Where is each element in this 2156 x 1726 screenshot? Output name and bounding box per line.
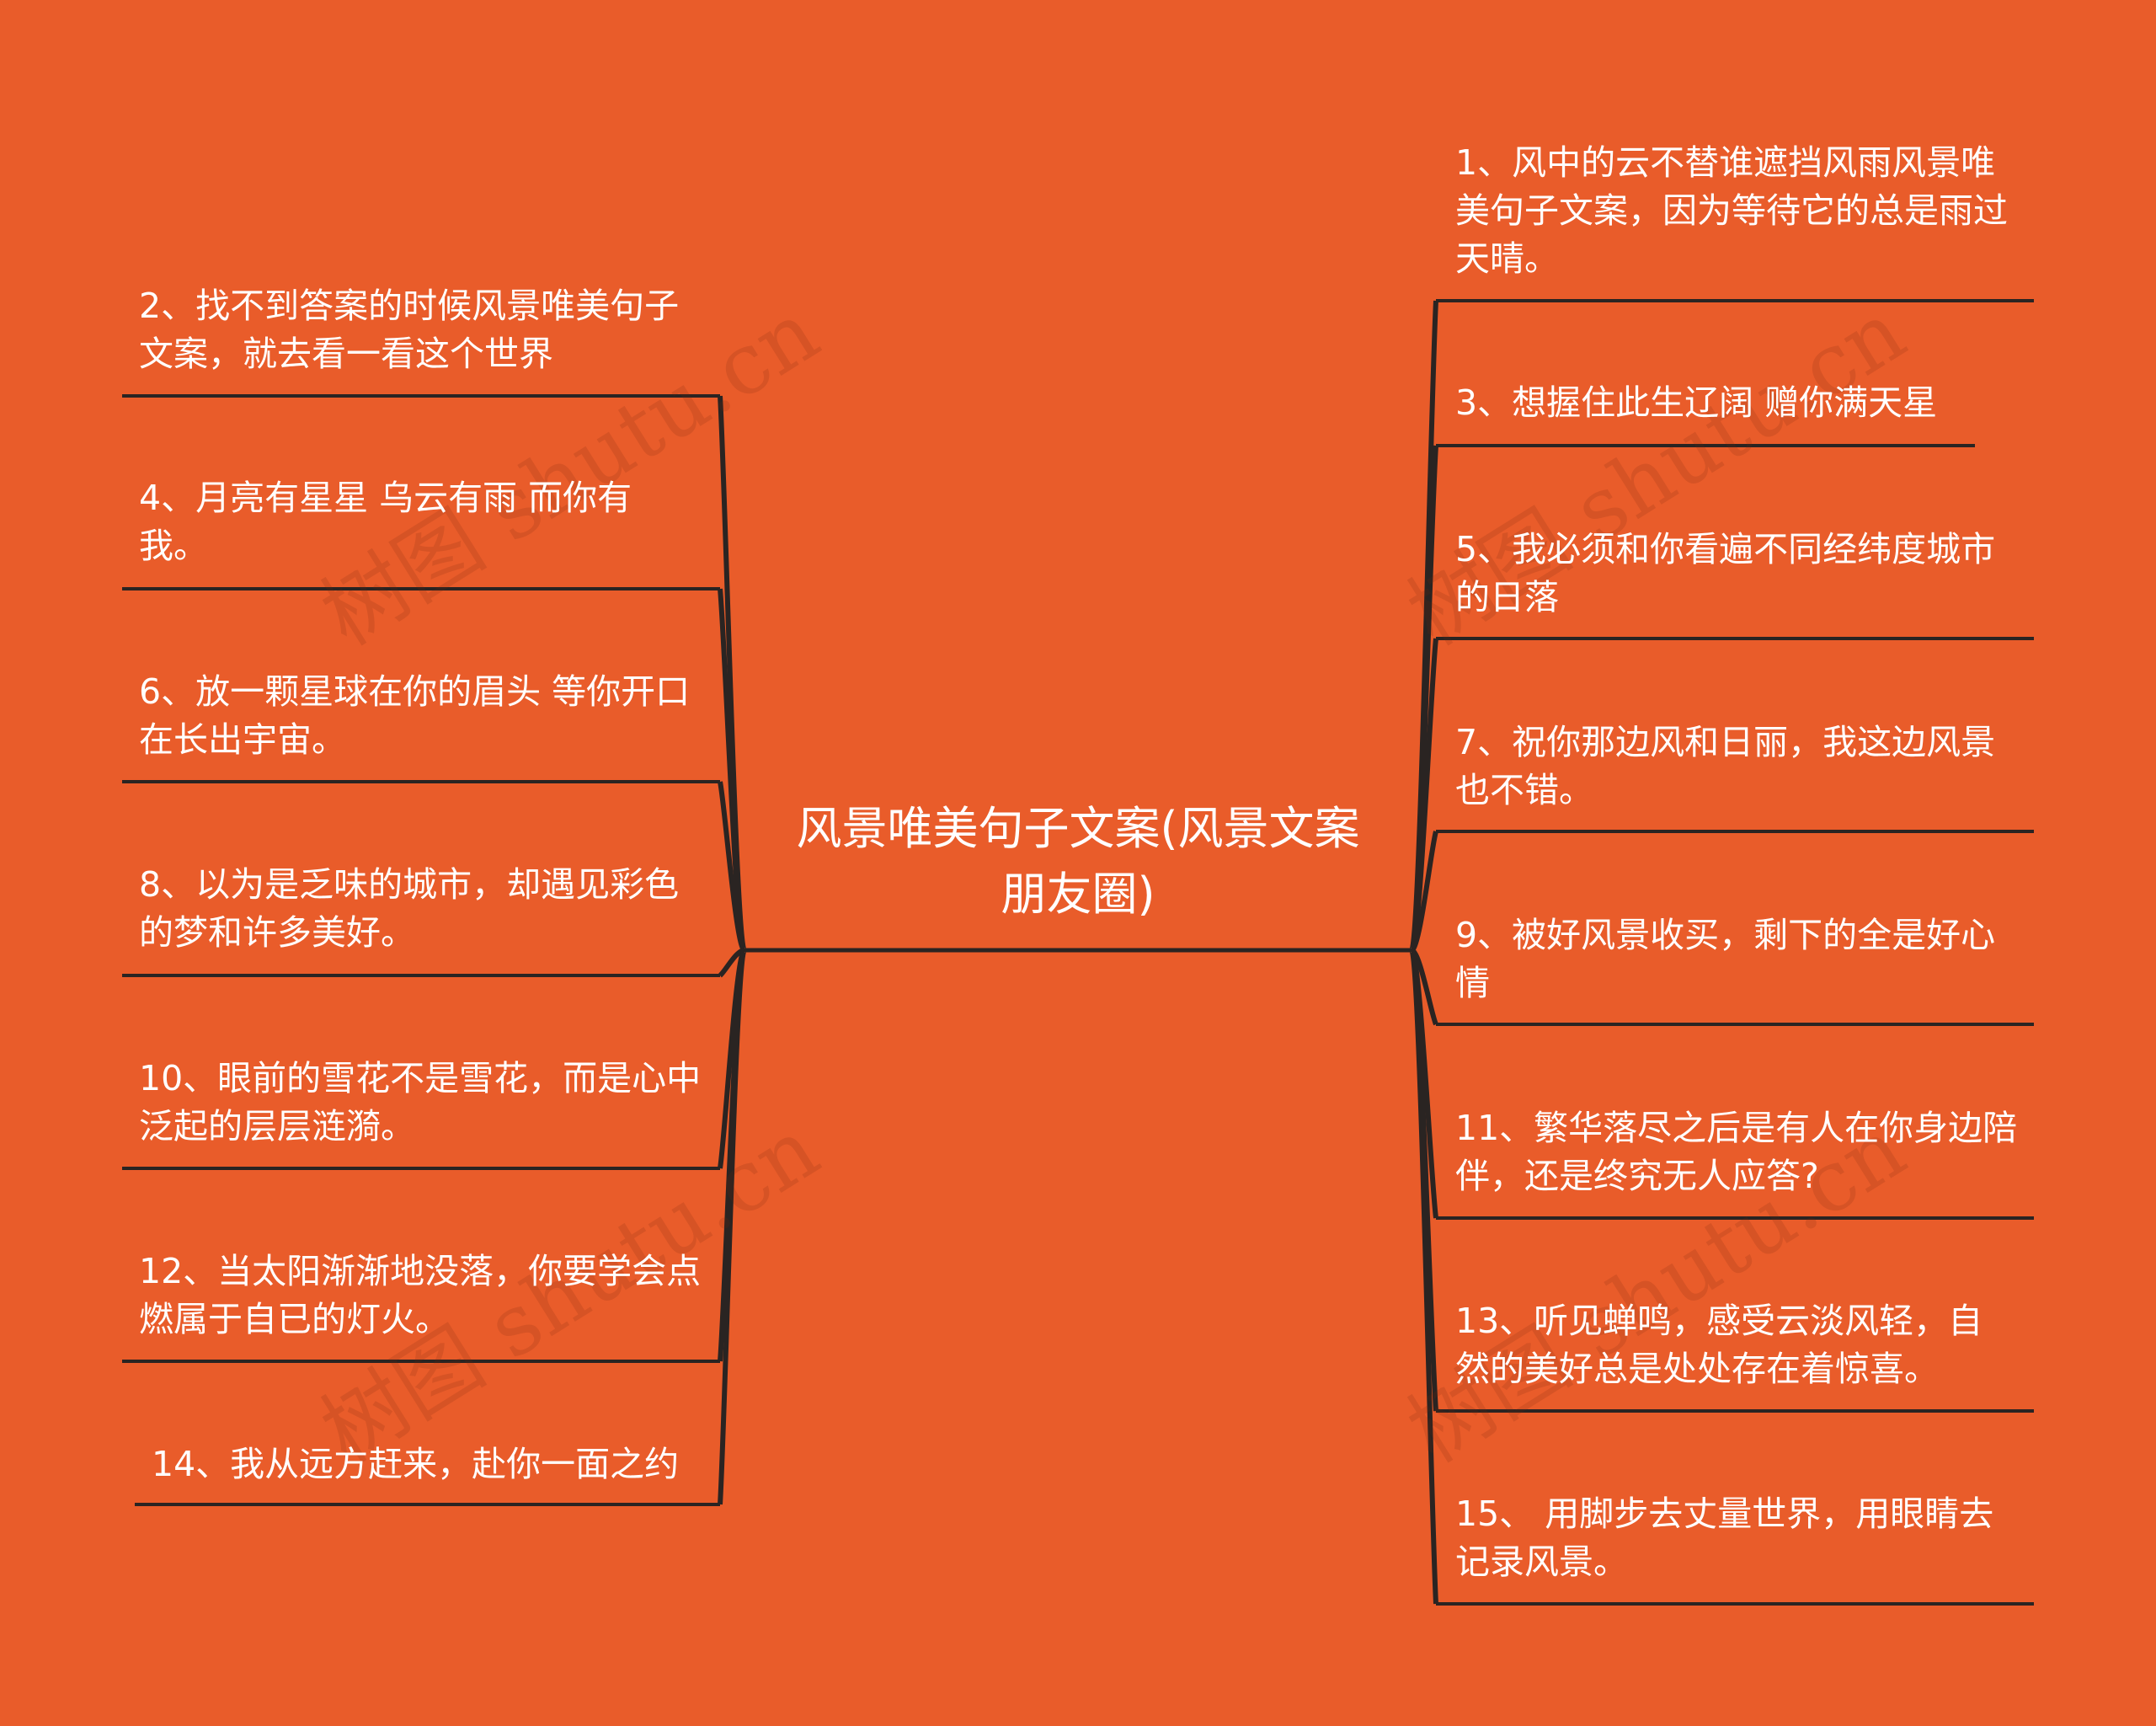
right-node-9[interactable]: 9、被好风景收买，剩下的全是好心情: [1455, 915, 1996, 1003]
left-node-10[interactable]: 10、眼前的雪花不是雪花，而是心中泛起的层层涟漪。: [139, 1058, 702, 1146]
right-node-7[interactable]: 7、祝你那边风和日丽，我这边风景也不错。: [1455, 722, 1996, 810]
branch-connector-n5: [1409, 638, 1438, 953]
left-node-2[interactable]: 2、找不到答案的时候风景唯美句子文案，就去看一看这个世界: [139, 286, 680, 374]
right-node-5[interactable]: 5、我必须和你看遍不同经纬度城市的日落: [1455, 529, 1996, 617]
branch-connector-n7: [1409, 831, 1438, 953]
right-node-3[interactable]: 3、想握住此生辽阔 赠你满天星: [1455, 382, 1938, 423]
right-node-1[interactable]: 1、风中的云不替谁遮挡风雨风景唯美句子文案，因为等待它的总是雨过天晴。: [1455, 142, 2008, 279]
left-node-8[interactable]: 8、以为是乏味的城市，却遇见彩色的梦和许多美好。: [139, 864, 680, 953]
left-node-4[interactable]: 4、月亮有星星 乌云有雨 而你有我。: [139, 478, 632, 566]
right-node-11[interactable]: 11、繁华落尽之后是有人在你身边陪伴，还是终究无人应答?: [1455, 1108, 2018, 1196]
root-topic[interactable]: 风景唯美句子文案(风景文案朋友圈): [796, 802, 1360, 921]
left-node-6[interactable]: 6、放一颗星球在你的眉头 等你开口在长出宇宙。: [139, 671, 691, 760]
left-node-14[interactable]: 14、我从远方赶来，赴你一面之约: [152, 1444, 680, 1484]
branch-connector-n14: [718, 948, 747, 1505]
branch-connector-n6: [718, 781, 747, 953]
right-node-13[interactable]: 13、听见蝉鸣，感受云淡风轻，自然的美好总是处处存在着惊喜。: [1455, 1301, 1983, 1389]
right-node-15[interactable]: 15、 用脚步去丈量世界，用眼睛去记录风景。: [1455, 1494, 1994, 1582]
left-node-12[interactable]: 12、当太阳渐渐地没落，你要学会点燃属于自已的灯火。: [139, 1251, 702, 1339]
branch-connector-n15: [1409, 948, 1438, 1605]
